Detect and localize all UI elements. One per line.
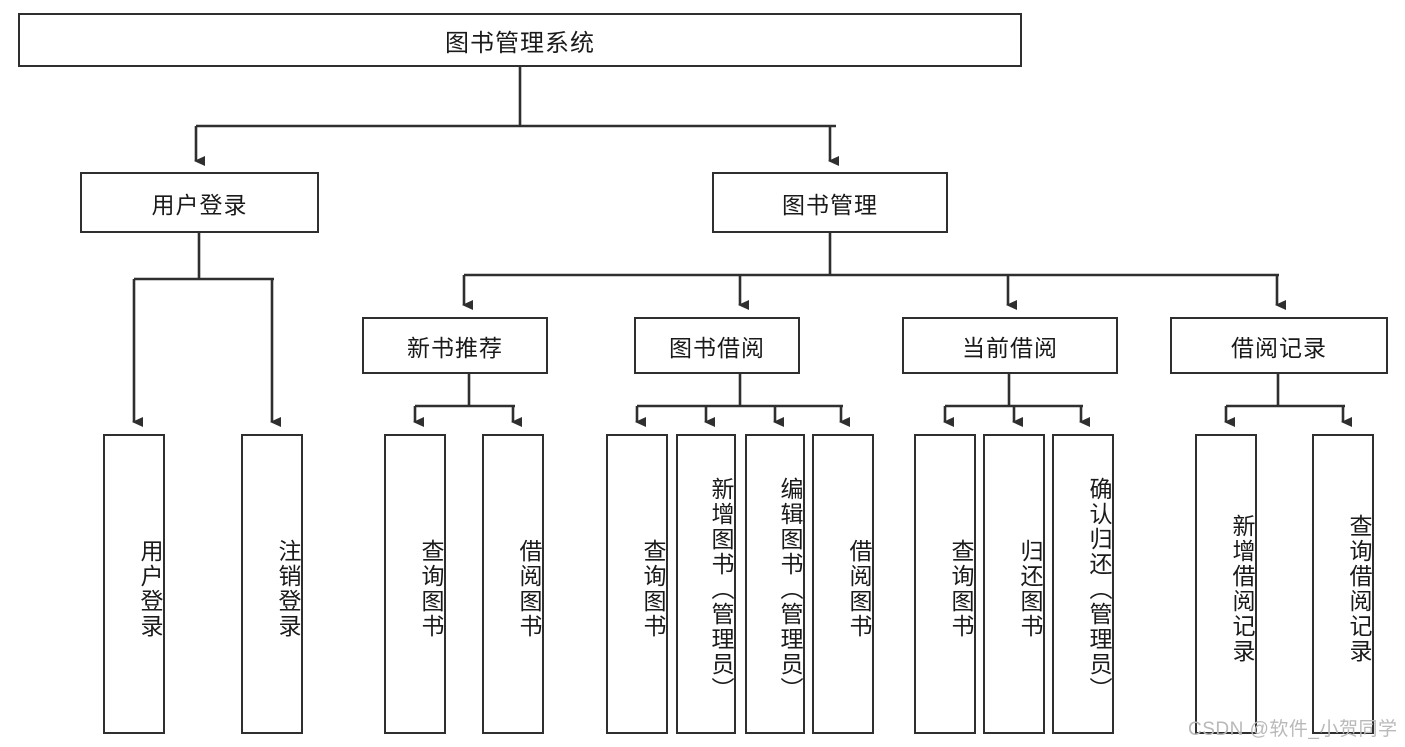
node-label: 确认归还（管理员） <box>1086 476 1112 702</box>
leaf-return-book[interactable]: 归还图书 <box>983 434 1045 734</box>
leaf-borrow-book-rec[interactable]: 借阅图书 <box>482 434 544 734</box>
node-label: 编辑图书（管理员） <box>777 476 803 702</box>
node-label: 新增图书（管理员） <box>708 476 734 702</box>
leaf-edit-book-admin[interactable]: 编辑图书（管理员） <box>745 434 805 734</box>
node-current-borrow[interactable]: 当前借阅 <box>902 317 1118 374</box>
leaf-query-book-current[interactable]: 查询图书 <box>914 434 976 734</box>
node-user-login[interactable]: 用户登录 <box>80 172 319 233</box>
node-book-management[interactable]: 图书管理 <box>712 172 948 233</box>
leaf-confirm-return-admin[interactable]: 确认归还（管理员） <box>1052 434 1114 734</box>
node-label: 用户登录 <box>137 539 163 639</box>
node-label: 查询图书 <box>640 539 666 639</box>
leaf-add-borrow-record[interactable]: 新增借阅记录 <box>1195 434 1257 734</box>
node-new-book-recommend[interactable]: 新书推荐 <box>362 317 548 374</box>
leaf-logout[interactable]: 注销登录 <box>241 434 303 734</box>
node-label: 查询图书 <box>948 539 974 639</box>
leaf-add-book-admin[interactable]: 新增图书（管理员） <box>676 434 736 734</box>
node-label: 当前借阅 <box>962 334 1058 361</box>
node-label: 新增借阅记录 <box>1229 514 1255 664</box>
leaf-query-book-borrow[interactable]: 查询图书 <box>606 434 668 734</box>
leaf-user-login[interactable]: 用户登录 <box>103 434 165 734</box>
node-label: 新书推荐 <box>407 334 503 361</box>
node-label: 借阅记录 <box>1231 334 1327 361</box>
node-label: 查询图书 <box>418 539 444 639</box>
node-label: 归还图书 <box>1017 539 1043 639</box>
node-label: 用户登录 <box>151 191 248 218</box>
node-label: 图书管理系统 <box>445 29 595 57</box>
leaf-borrow-book[interactable]: 借阅图书 <box>812 434 874 734</box>
leaf-query-book-rec[interactable]: 查询图书 <box>384 434 446 734</box>
node-label: 注销登录 <box>275 539 301 639</box>
node-book-borrow[interactable]: 图书借阅 <box>634 317 800 374</box>
node-label: 查询借阅记录 <box>1346 514 1372 664</box>
node-root-system[interactable]: 图书管理系统 <box>18 13 1022 67</box>
node-borrow-record[interactable]: 借阅记录 <box>1170 317 1388 374</box>
node-label: 借阅图书 <box>516 539 542 639</box>
node-label: 图书借阅 <box>669 334 765 361</box>
node-label: 借阅图书 <box>846 539 872 639</box>
leaf-query-borrow-record[interactable]: 查询借阅记录 <box>1312 434 1374 734</box>
node-label: 图书管理 <box>782 191 878 218</box>
watermark-text: CSDN @软件_小贺同学 <box>1188 719 1398 740</box>
